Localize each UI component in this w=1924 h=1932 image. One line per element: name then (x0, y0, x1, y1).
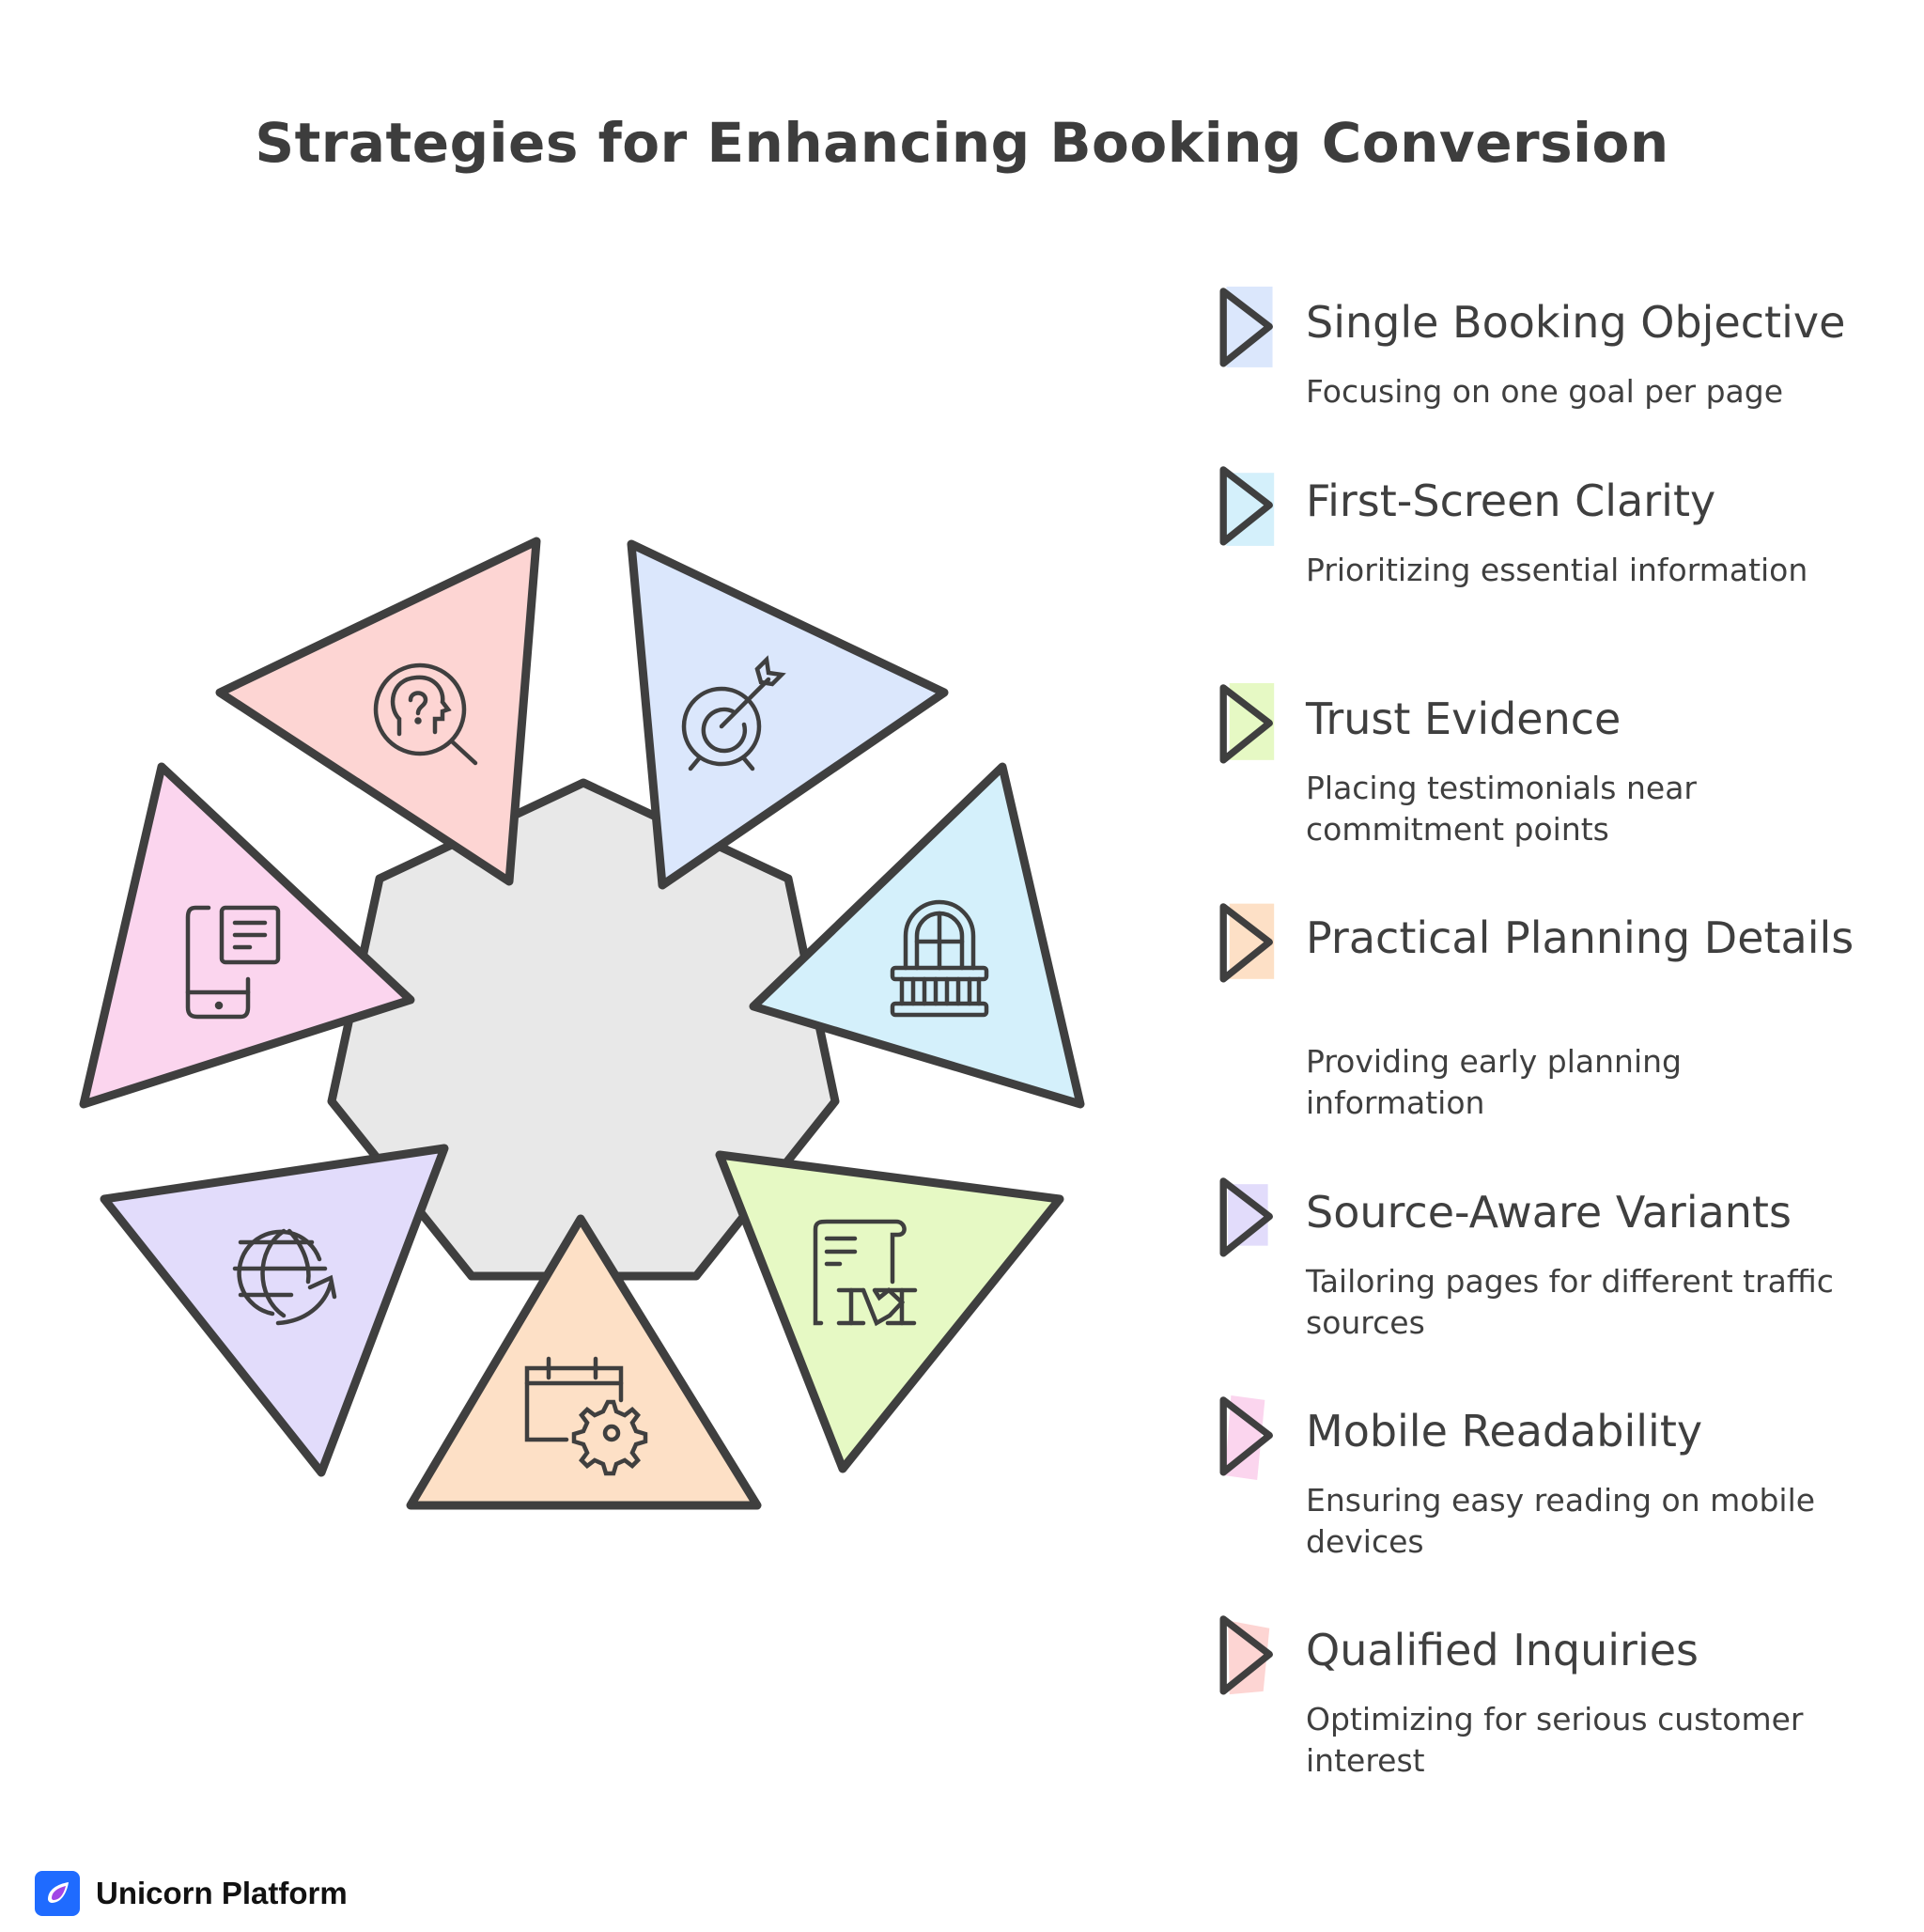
segment-single-booking-objective (627, 539, 949, 890)
contract-handshake-icon (813, 1219, 918, 1327)
triangle-marker-icon (1219, 287, 1273, 367)
segment-trust-evidence (715, 1150, 1064, 1473)
segment-source-aware-variants (100, 1144, 449, 1477)
target-arrow-icon (681, 655, 786, 771)
triangle-marker-icon (1219, 683, 1275, 764)
triangle-marker-icon (1219, 903, 1275, 983)
globe-arrow-icon (232, 1228, 337, 1326)
diagram-title: Strategies for Enhancing Booking Convers… (255, 111, 1669, 175)
item-label: Source-Aware Variants (1306, 1187, 1792, 1238)
item-label: Single Booking Objective (1306, 297, 1846, 348)
brand-footer: Unicorn Platform (35, 1870, 348, 1917)
unicorn-platform-logo-icon (35, 1871, 80, 1916)
item-description: Ensuring easy reading on mobile devices (1306, 1482, 1816, 1560)
item-description: Providing early planning information (1306, 1043, 1682, 1121)
head-question-search-icon (373, 662, 478, 766)
item-description: Tailoring pages for different traffic so… (1306, 1263, 1834, 1341)
triangle-marker-icon (1219, 1177, 1273, 1257)
segment-qualified-inquiries (215, 537, 541, 886)
item-label: Practical Planning Details (1306, 912, 1854, 963)
triangle-marker-icon (1219, 466, 1275, 546)
segment-first-screen-clarity (749, 762, 1085, 1109)
brand-name: Unicorn Platform (96, 1876, 348, 1910)
triangle-marker-icon (1219, 1615, 1273, 1695)
item-label: First-Screen Clarity (1306, 475, 1716, 526)
balcony-window-icon (890, 899, 989, 1018)
item-label: Trust Evidence (1306, 693, 1621, 744)
mobile-document-icon (185, 905, 281, 1020)
item-label: Qualified Inquiries (1306, 1625, 1699, 1675)
triangle-marker-icon (1219, 1395, 1273, 1480)
calendar-gear-icon (524, 1356, 648, 1476)
item-description: Focusing on one goal per page (1306, 373, 1784, 410)
item-label: Mobile Readability (1306, 1406, 1703, 1457)
segment-mobile-readability (79, 762, 415, 1109)
segment-practical-planning-details (406, 1214, 762, 1510)
item-description: Placing testimonials near commitment poi… (1306, 770, 1697, 848)
item-description: Optimizing for serious customer interest (1306, 1701, 1804, 1779)
item-description: Prioritizing essential information (1306, 552, 1808, 588)
